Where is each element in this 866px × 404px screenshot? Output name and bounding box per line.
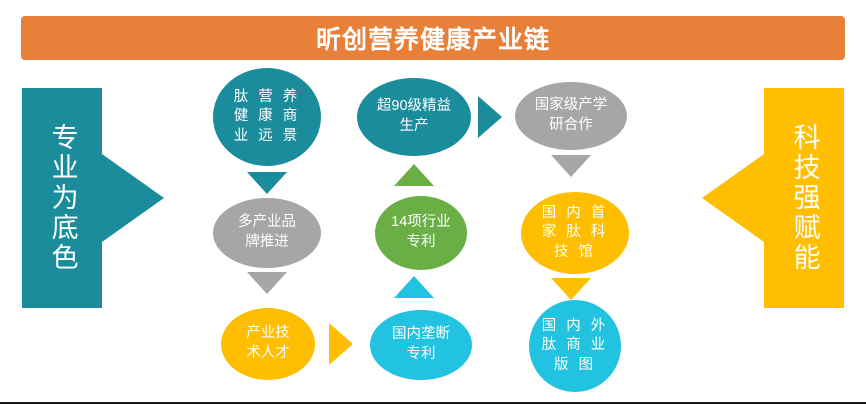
page-title-bar: 昕创营养健康产业链: [21, 16, 845, 60]
node-multi-industry-brand[interactable]: 多产业品 牌推进: [213, 198, 321, 268]
arrow-down-icon-c1-top: [247, 172, 287, 194]
right-panel-body: 科技强赋能: [764, 88, 844, 308]
left-panel-body: 专业为底色: [22, 88, 102, 308]
node-label: 国 内 外 肽 商 业 版 图: [541, 317, 609, 373]
arrow-right-icon-c1-to-c2: [329, 323, 353, 365]
node-label: 肽 营 养 健 康 商 业 远 景: [233, 88, 301, 144]
arrow-right-icon-c2-to-c3: [478, 96, 502, 138]
arrow-up-icon-c2-bot: [394, 276, 434, 298]
node-global-peptide-business-map[interactable]: 国 内 外 肽 商 业 版 图: [529, 300, 621, 392]
right-arrow-icon: [702, 154, 764, 242]
right-theme-panel: 科技强赋能: [702, 88, 844, 308]
left-arrow-icon: [102, 154, 164, 242]
node-label: 产业技 术人才: [246, 325, 290, 361]
node-label: 超90级精益 生产: [376, 98, 452, 134]
left-panel-label: 专业为底色: [47, 123, 78, 273]
right-panel-label: 科技强赋能: [789, 123, 820, 273]
arrow-down-icon-c3-mid: [551, 278, 591, 300]
node-peptide-nutrition-vision[interactable]: 肽 营 养 健 康 商 业 远 景: [213, 68, 321, 166]
node-industry-tech-talent[interactable]: 产业技 术人才: [221, 308, 315, 380]
node-lean-production[interactable]: 超90级精益 生产: [357, 78, 471, 156]
node-industry-patents[interactable]: 14项行业 专利: [375, 196, 467, 270]
page-title: 昕创营养健康产业链: [315, 26, 550, 54]
right-panel-arrow-stub: [760, 176, 768, 220]
node-first-peptide-museum[interactable]: 国 内 首 家 肽 科 技 馆: [521, 192, 629, 274]
left-theme-panel: 专业为底色: [22, 88, 164, 308]
node-label: 多产业品 牌推进: [238, 214, 296, 250]
node-label: 国 内 首 家 肽 科 技 馆: [541, 204, 609, 260]
arrow-down-icon-c1-mid: [247, 272, 287, 294]
node-national-academic-cooperation[interactable]: 国家级产学 研合作: [515, 82, 627, 150]
arrow-up-icon-c2-mid: [394, 164, 434, 186]
node-domestic-monopoly-patent[interactable]: 国内垄断 专利: [370, 310, 472, 380]
node-label: 国内垄断 专利: [392, 326, 450, 362]
node-label: 14项行业 专利: [391, 214, 451, 250]
node-label: 国家级产学 研合作: [534, 97, 608, 133]
arrow-down-icon-c3-top: [551, 155, 591, 177]
